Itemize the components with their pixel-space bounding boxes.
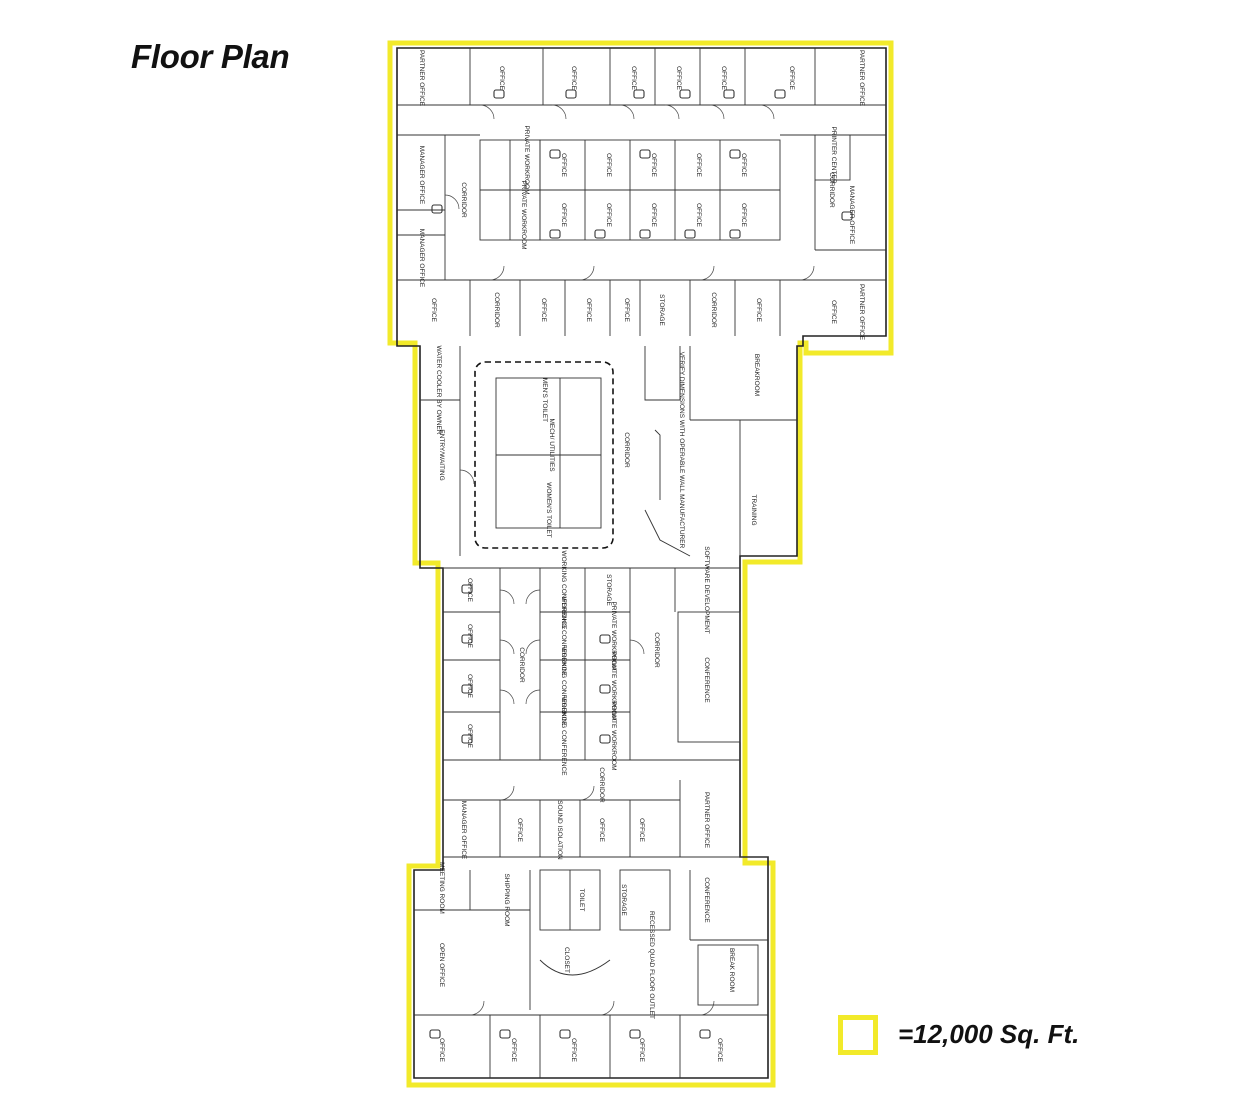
page-title: Floor Plan	[131, 38, 290, 75]
room-label: PRIVATE WORKROOM	[523, 125, 530, 194]
room-label: PARTNER OFFICE	[418, 50, 425, 107]
room-label: OFFICE	[605, 203, 612, 227]
room-label: MANAGER OFFICE	[460, 801, 467, 860]
room-label: CORRIDOR	[493, 292, 500, 328]
room-label: BREAKROOM	[753, 354, 760, 396]
room-label: OFFICE	[638, 818, 645, 842]
room-label: CORRIDOR	[828, 172, 835, 208]
room-label: OFFICE	[605, 153, 612, 177]
room-label: OFFICE	[560, 153, 567, 177]
room-labels: PARTNER OFFICE OFFICE OFFICE OFFICE OFFICE OF…	[418, 50, 865, 1063]
room-label: OFFICE	[510, 1038, 517, 1062]
room-label: OFFICE	[650, 203, 657, 227]
room-label: CORRIDOR	[598, 767, 605, 803]
room-label: CONFERENCE	[703, 657, 710, 703]
room-label: OFFICE	[623, 298, 630, 322]
room-label: OFFICE	[788, 66, 795, 90]
room-label: OFFICE	[570, 1038, 577, 1062]
room-label: OFFICE	[598, 818, 605, 842]
room-label: OFFICE	[695, 153, 702, 177]
room-label: MEN'S TOILET	[541, 378, 548, 422]
room-label: SOFTWARE DEVELOPMENT	[703, 546, 710, 634]
room-label: OFFICE	[570, 66, 577, 90]
room-label: CORRIDOR	[653, 632, 660, 668]
room-label: PRIVATE WORKROOM	[610, 651, 617, 720]
room-label: OFFICE	[438, 1038, 445, 1062]
room-label: CORRIDOR	[460, 182, 467, 218]
room-label: PRINTER CENTER	[830, 126, 837, 183]
room-label: OFFICE	[466, 624, 473, 648]
room-label: PRIVATE WORKROOM	[610, 701, 617, 770]
room-label: PARTNER OFFICE	[858, 50, 865, 107]
room-label: MANAGER OFFICE	[848, 186, 855, 245]
room-label: PARTNER OFFICE	[858, 284, 865, 341]
room-label: WOMEN'S TOILET	[545, 482, 552, 538]
room-label: CLOSET	[563, 947, 570, 973]
room-label: SHIPPING ROOM	[503, 873, 510, 926]
room-label: VERIFY DIMENSIONS WITH OPERABLE WALL MAN…	[678, 352, 685, 549]
room-label: OFFICE	[585, 298, 592, 322]
room-label: SOUND ISOLATION	[556, 800, 563, 860]
room-label: OPEN OFFICE	[438, 943, 445, 988]
room-label: MANAGER OFFICE	[418, 229, 425, 288]
room-label: OFFICE	[740, 153, 747, 177]
room-label: OFFICE	[498, 66, 505, 90]
room-label: STORAGE	[620, 884, 627, 916]
room-label: OFFICE	[516, 818, 523, 842]
room-label: RECESSED QUAD FLOOR OUTLET	[648, 911, 655, 1019]
room-label: STORAGE	[658, 294, 665, 326]
room-label: CORRIDOR	[518, 647, 525, 683]
room-label: OFFICE	[695, 203, 702, 227]
room-label: OFFICE	[650, 153, 657, 177]
room-label: STORAGE	[605, 574, 612, 606]
room-label: CONFERENCE	[703, 877, 710, 923]
room-label: PRIVATE WORKROOM	[610, 601, 617, 670]
room-label: OFFICE	[560, 203, 567, 227]
room-label: OFFICE	[740, 203, 747, 227]
room-label: ENTRY/WAITING	[438, 429, 445, 480]
room-label: WORKING CONFERENCE	[560, 646, 567, 726]
room-label: WORKING CONFERENCE	[560, 696, 567, 776]
room-label: WORKING CONFERENCE	[560, 550, 567, 630]
room-label: MECH/ UTILITIES	[548, 418, 555, 472]
room-label: CORRIDOR	[710, 292, 717, 328]
room-label: CORRIDOR	[623, 432, 630, 468]
room-label: OFFICE	[638, 1038, 645, 1062]
room-label: OFFICE	[755, 298, 762, 322]
room-label: OFFICE	[630, 66, 637, 90]
room-label: OFFICE	[466, 578, 473, 602]
room-label: MEETING ROOM	[438, 862, 445, 914]
legend-label: =12,000 Sq. Ft.	[898, 1019, 1080, 1049]
room-label: OFFICE	[466, 724, 473, 748]
room-label: PRIVATE WORKROOM	[520, 180, 527, 249]
room-label: OFFICE	[540, 298, 547, 322]
room-label: OFFICE	[675, 66, 682, 90]
room-label: PARTNER OFFICE	[703, 792, 710, 849]
room-label: MANAGER OFFICE	[418, 146, 425, 205]
room-label: WATER COOLER BY OWNER	[435, 345, 442, 434]
room-label: OFFICE	[430, 298, 437, 322]
square-footage-boundary	[387, 40, 894, 1088]
room-label: TRAINING	[750, 494, 757, 525]
room-label: OFFICE	[830, 300, 837, 324]
room-label: WORKING CONFERENCE	[560, 596, 567, 676]
room-label: OFFICE	[720, 66, 727, 90]
room-label: BREAK ROOM	[728, 948, 735, 992]
room-label: OFFICE	[716, 1038, 723, 1062]
room-label: TOILET	[578, 889, 585, 912]
room-label: OFFICE	[466, 674, 473, 698]
legend-swatch	[838, 1015, 878, 1055]
